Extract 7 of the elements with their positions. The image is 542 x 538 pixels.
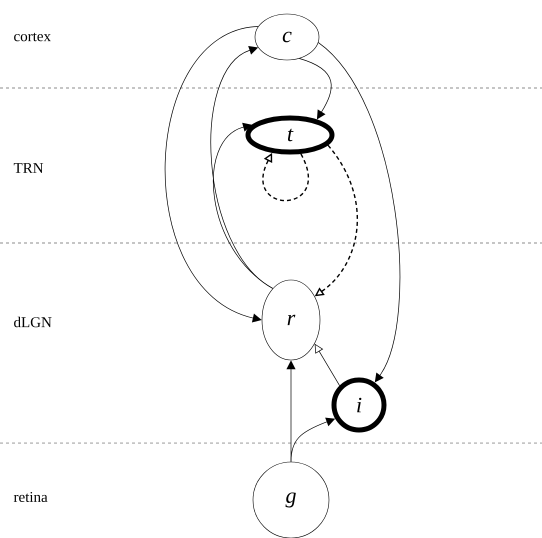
arrow [299, 58, 332, 120]
arrow [318, 42, 400, 382]
arrow [212, 122, 274, 289]
layer-label: TRN [14, 163, 44, 173]
layer-label: dLGN [14, 316, 52, 328]
layer-label: retina [14, 492, 48, 502]
layer-label: cortex [14, 32, 51, 42]
